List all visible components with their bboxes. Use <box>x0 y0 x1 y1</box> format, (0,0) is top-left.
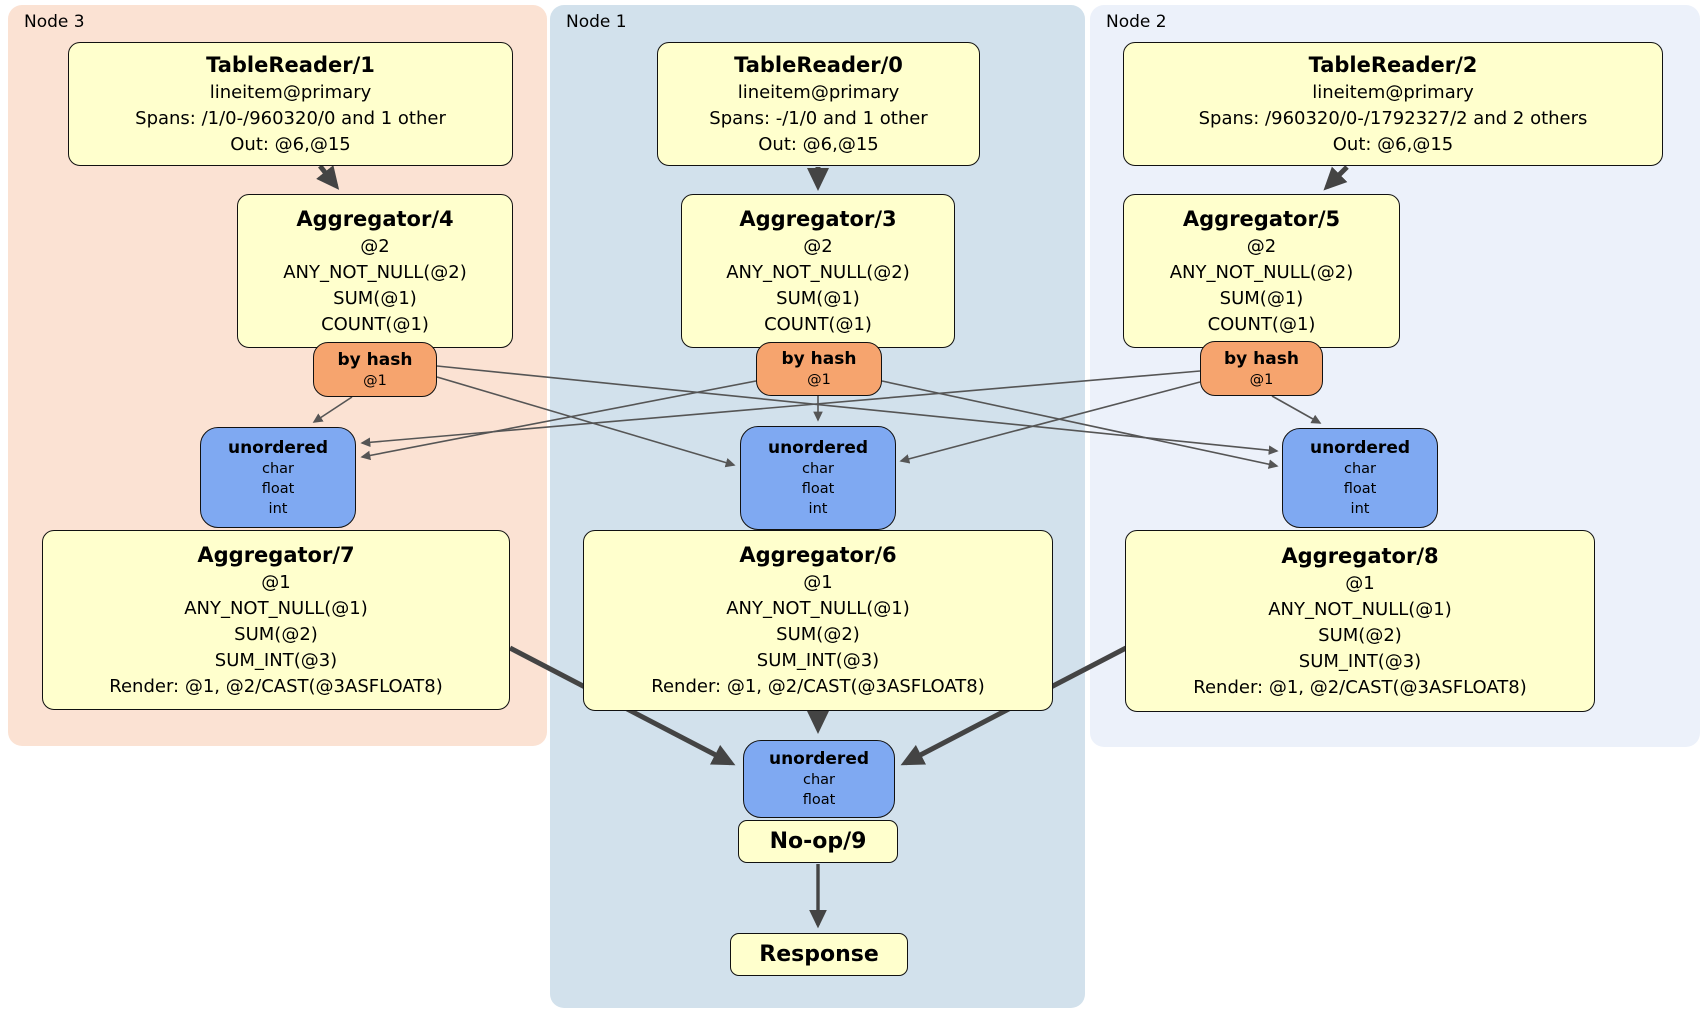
aggregator-4-fn3: COUNT(@1) <box>321 313 429 335</box>
unordered-sync-final-col2: float <box>802 792 836 808</box>
by-hash-router-node1-key: @1 <box>807 372 831 388</box>
aggregator-7-title: Aggregator/7 <box>197 542 355 567</box>
unordered-sync-node3-col1: char <box>261 460 294 477</box>
aggregator-8-box: Aggregator/8 @1 ANY_NOT_NULL(@1) SUM(@2)… <box>1125 530 1595 712</box>
unordered-sync-node2-col2: float <box>1343 481 1377 497</box>
unordered-sync-node1-col2: float <box>801 481 835 497</box>
unordered-sync-node3-col2: float <box>261 480 295 497</box>
aggregator-7-fn3: SUM_INT(@3) <box>214 649 338 671</box>
aggregator-5-fn2: SUM(@1) <box>1219 287 1304 309</box>
aggregator-5-box: Aggregator/5 @2 ANY_NOT_NULL(@2) SUM(@1)… <box>1123 194 1400 348</box>
aggregator-5-fn1: ANY_NOT_NULL(@2) <box>1169 261 1354 283</box>
aggregator-4-title: Aggregator/4 <box>296 206 454 231</box>
aggregator-3-fn2: SUM(@1) <box>776 287 860 309</box>
aggregator-6-title: Aggregator/6 <box>739 543 897 567</box>
node1-label: Node 1 <box>566 12 627 32</box>
by-hash-router-node2: by hash @1 <box>1200 341 1323 396</box>
aggregator-7-render: Render: @1, @2/CAST(@3ASFLOAT8) <box>109 675 443 697</box>
by-hash-router-node2-title: by hash <box>1224 348 1299 369</box>
tablereader-1-box: TableReader/1 lineitem@primary Spans: /1… <box>68 42 513 166</box>
by-hash-router-node3-title: by hash <box>337 349 413 370</box>
unordered-sync-node3-title: unordered <box>227 437 329 458</box>
by-hash-router-node2-key: @1 <box>1249 371 1274 388</box>
node2-label: Node 2 <box>1106 12 1167 32</box>
unordered-sync-node2-col3: int <box>1350 501 1370 517</box>
response-box: Response <box>730 933 908 976</box>
aggregator-3-groupcols: @2 <box>803 235 833 257</box>
unordered-sync-node3-col3: int <box>268 500 288 517</box>
aggregator-6-fn2: SUM(@2) <box>776 624 860 645</box>
unordered-sync-final-col1: char <box>802 772 835 788</box>
tablereader-1-title: TableReader/1 <box>206 52 375 77</box>
node3-label: Node 3 <box>24 12 85 32</box>
aggregator-6-box: Aggregator/6 @1 ANY_NOT_NULL(@1) SUM(@2)… <box>583 530 1053 711</box>
aggregator-6-fn3: SUM_INT(@3) <box>756 650 880 671</box>
tablereader-2-title: TableReader/2 <box>1308 52 1478 77</box>
aggregator-8-fn2: SUM(@2) <box>1318 624 1402 646</box>
aggregator-5-title: Aggregator/5 <box>1182 206 1341 231</box>
aggregator-7-fn1: ANY_NOT_NULL(@1) <box>184 597 368 619</box>
aggregator-8-groupcols: @1 <box>1345 572 1375 594</box>
tablereader-1-spans: Spans: /1/0-/960320/0 and 1 other <box>135 107 446 129</box>
tablereader-0-spans: Spans: -/1/0 and 1 other <box>709 107 928 129</box>
tablereader-2-spans: Spans: /960320/0-/1792327/2 and 2 others <box>1198 107 1588 129</box>
aggregator-3-fn3: COUNT(@1) <box>764 313 872 335</box>
tablereader-2-out: Out: @6,@15 <box>1332 133 1454 155</box>
aggregator-4-groupcols: @2 <box>360 235 390 257</box>
aggregator-4-box: Aggregator/4 @2 ANY_NOT_NULL(@2) SUM(@1)… <box>237 194 513 348</box>
tablereader-0-index: lineitem@primary <box>737 81 900 103</box>
by-hash-router-node3: by hash @1 <box>313 342 437 397</box>
aggregator-8-fn3: SUM_INT(@3) <box>1298 650 1422 672</box>
aggregator-7-groupcols: @1 <box>261 571 291 593</box>
unordered-sync-node3: unordered char float int <box>200 427 356 528</box>
aggregator-4-fn2: SUM(@1) <box>333 287 417 309</box>
by-hash-router-node1: by hash @1 <box>756 342 882 396</box>
aggregator-7-fn2: SUM(@2) <box>234 623 318 645</box>
by-hash-router-node1-title: by hash <box>781 349 857 369</box>
aggregator-5-groupcols: @2 <box>1246 235 1277 257</box>
tablereader-2-box: TableReader/2 lineitem@primary Spans: /9… <box>1123 42 1663 166</box>
aggregator-6-fn1: ANY_NOT_NULL(@1) <box>726 598 910 619</box>
response-title: Response <box>759 942 879 967</box>
tablereader-0-out: Out: @6,@15 <box>758 133 879 155</box>
tablereader-1-out: Out: @6,@15 <box>230 133 351 155</box>
aggregator-4-fn1: ANY_NOT_NULL(@2) <box>283 261 467 283</box>
tablereader-0-title: TableReader/0 <box>734 52 903 77</box>
aggregator-3-fn1: ANY_NOT_NULL(@2) <box>726 261 910 283</box>
unordered-sync-node1-col1: char <box>801 461 834 477</box>
no-op-9-box: No-op/9 <box>738 820 898 863</box>
unordered-sync-node1-title: unordered <box>767 438 869 458</box>
aggregator-3-title: Aggregator/3 <box>739 206 897 231</box>
unordered-sync-node1-col3: int <box>808 501 828 517</box>
aggregator-8-title: Aggregator/8 <box>1281 543 1439 568</box>
no-op-9-title: No-op/9 <box>769 829 867 854</box>
tablereader-1-index: lineitem@primary <box>209 81 372 103</box>
aggregator-3-box: Aggregator/3 @2 ANY_NOT_NULL(@2) SUM(@1)… <box>681 194 955 348</box>
unordered-sync-final-title: unordered <box>768 749 870 769</box>
unordered-sync-node2-title: unordered <box>1309 438 1411 458</box>
unordered-sync-node2: unordered char float int <box>1282 428 1438 528</box>
aggregator-7-box: Aggregator/7 @1 ANY_NOT_NULL(@1) SUM(@2)… <box>42 530 510 710</box>
unordered-sync-node2-col1: char <box>1343 461 1376 477</box>
unordered-sync-final: unordered char float <box>743 740 895 818</box>
aggregator-8-fn1: ANY_NOT_NULL(@1) <box>1268 598 1452 620</box>
aggregator-5-fn3: COUNT(@1) <box>1207 313 1316 335</box>
aggregator-6-groupcols: @1 <box>803 572 833 593</box>
aggregator-6-render: Render: @1, @2/CAST(@3ASFLOAT8) <box>651 676 985 697</box>
by-hash-router-node3-key: @1 <box>363 372 387 389</box>
tablereader-2-index: lineitem@primary <box>1312 81 1474 103</box>
aggregator-8-render: Render: @1, @2/CAST(@3ASFLOAT8) <box>1193 676 1527 698</box>
tablereader-0-box: TableReader/0 lineitem@primary Spans: -/… <box>657 42 980 166</box>
unordered-sync-node1: unordered char float int <box>740 426 896 530</box>
